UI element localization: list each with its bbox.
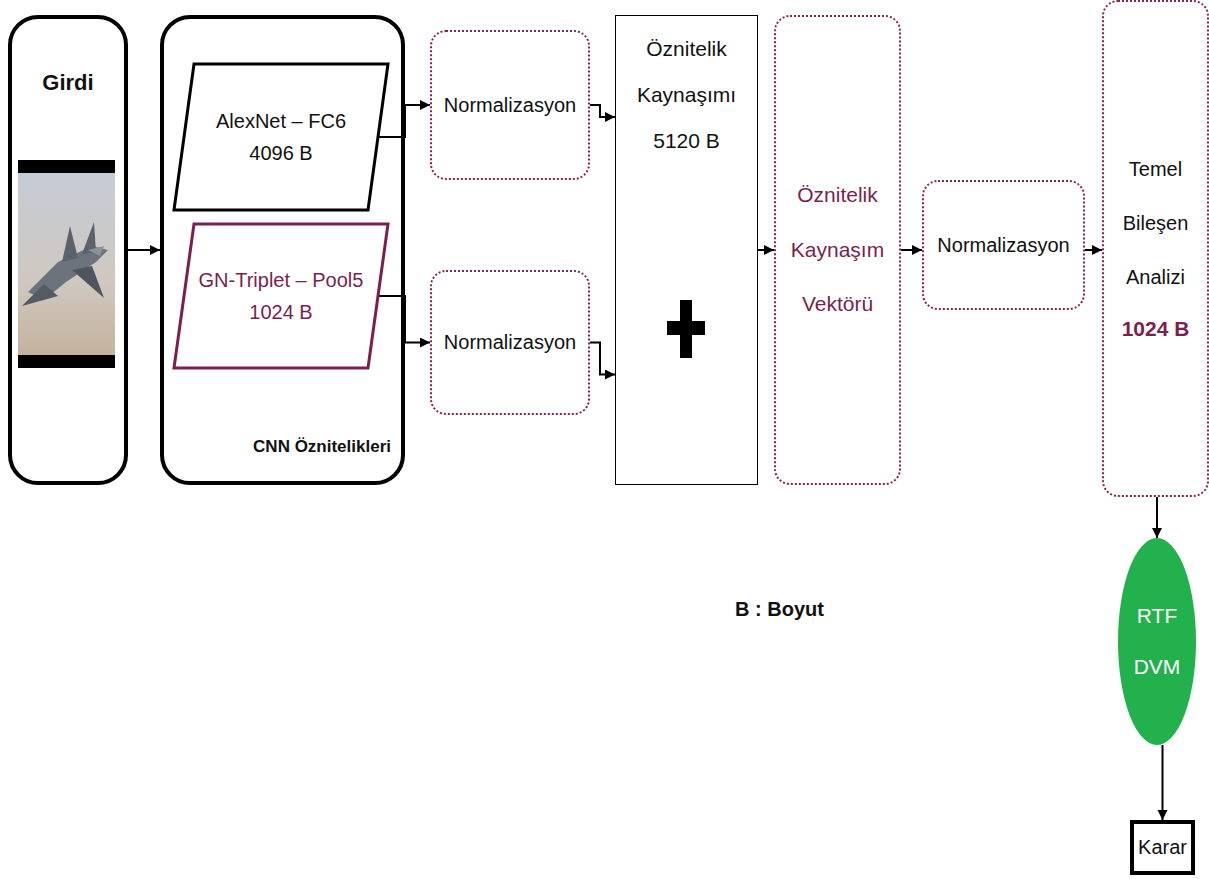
process-box: Normalizasyon [922,180,1085,310]
node-text: Normalizasyon [937,233,1069,258]
node-text: Öznitelik Kaynaşımı [620,26,753,118]
pca-box: Temel Bileşen Analizi1024 B [1102,0,1209,497]
process-box: Normalizasyon [430,30,590,180]
vector-box: Öznitelik Kaynaşım Vektörü [774,15,901,485]
process-box: Normalizasyon [430,270,590,415]
group-box: CNN ÖznitelikleriAlexNet – FC64096 BGN-T… [160,15,405,485]
node-text: Öznitelik Kaynaşım Vektörü [776,168,899,332]
note-label: B : Boyut [735,598,824,621]
flow-arrow [128,249,160,251]
classifier-ellipse: RTF DVM [1118,538,1196,745]
flow-arrow [590,343,615,375]
flow-arrow [758,249,774,251]
node-text: RTF DVM [1128,591,1186,692]
node-text: 1024 B [249,296,312,328]
plus-symbol [667,300,705,358]
parallelogram-outline [172,62,390,212]
node-text: 5120 B [653,118,720,164]
node-text: Normalizasyon [444,93,576,118]
input-photo [18,160,115,368]
node-text: Temel Bileşen Analizi [1104,142,1207,304]
node-text: Girdi [42,69,93,97]
flow-arrow [1162,745,1164,820]
node-text: AlexNet – FC6 [216,105,346,137]
node-text: Normalizasyon [444,330,576,355]
flow-arrow [1156,497,1158,538]
feature-parallelogram: GN-Triplet – Pool51024 B [172,222,390,370]
parallelogram-outline [172,222,390,370]
node-text: GN-Triplet – Pool5 [199,264,364,296]
feature-parallelogram: AlexNet – FC64096 B [172,62,390,212]
node-text: 1024 B [1122,304,1190,354]
ellipse-outline [1118,538,1196,745]
output-box: Karar [1130,820,1195,875]
flow-arrow [1085,249,1102,251]
fusion-box: Öznitelik Kaynaşımı5120 B [615,15,758,485]
input-box: Girdi [8,15,128,485]
flow-arrow [901,249,922,251]
node-text: CNN Öznitelikleri [253,436,391,457]
flow-arrow [590,105,615,117]
node-text: 4096 B [249,137,312,169]
node-text: Karar [1138,835,1187,860]
